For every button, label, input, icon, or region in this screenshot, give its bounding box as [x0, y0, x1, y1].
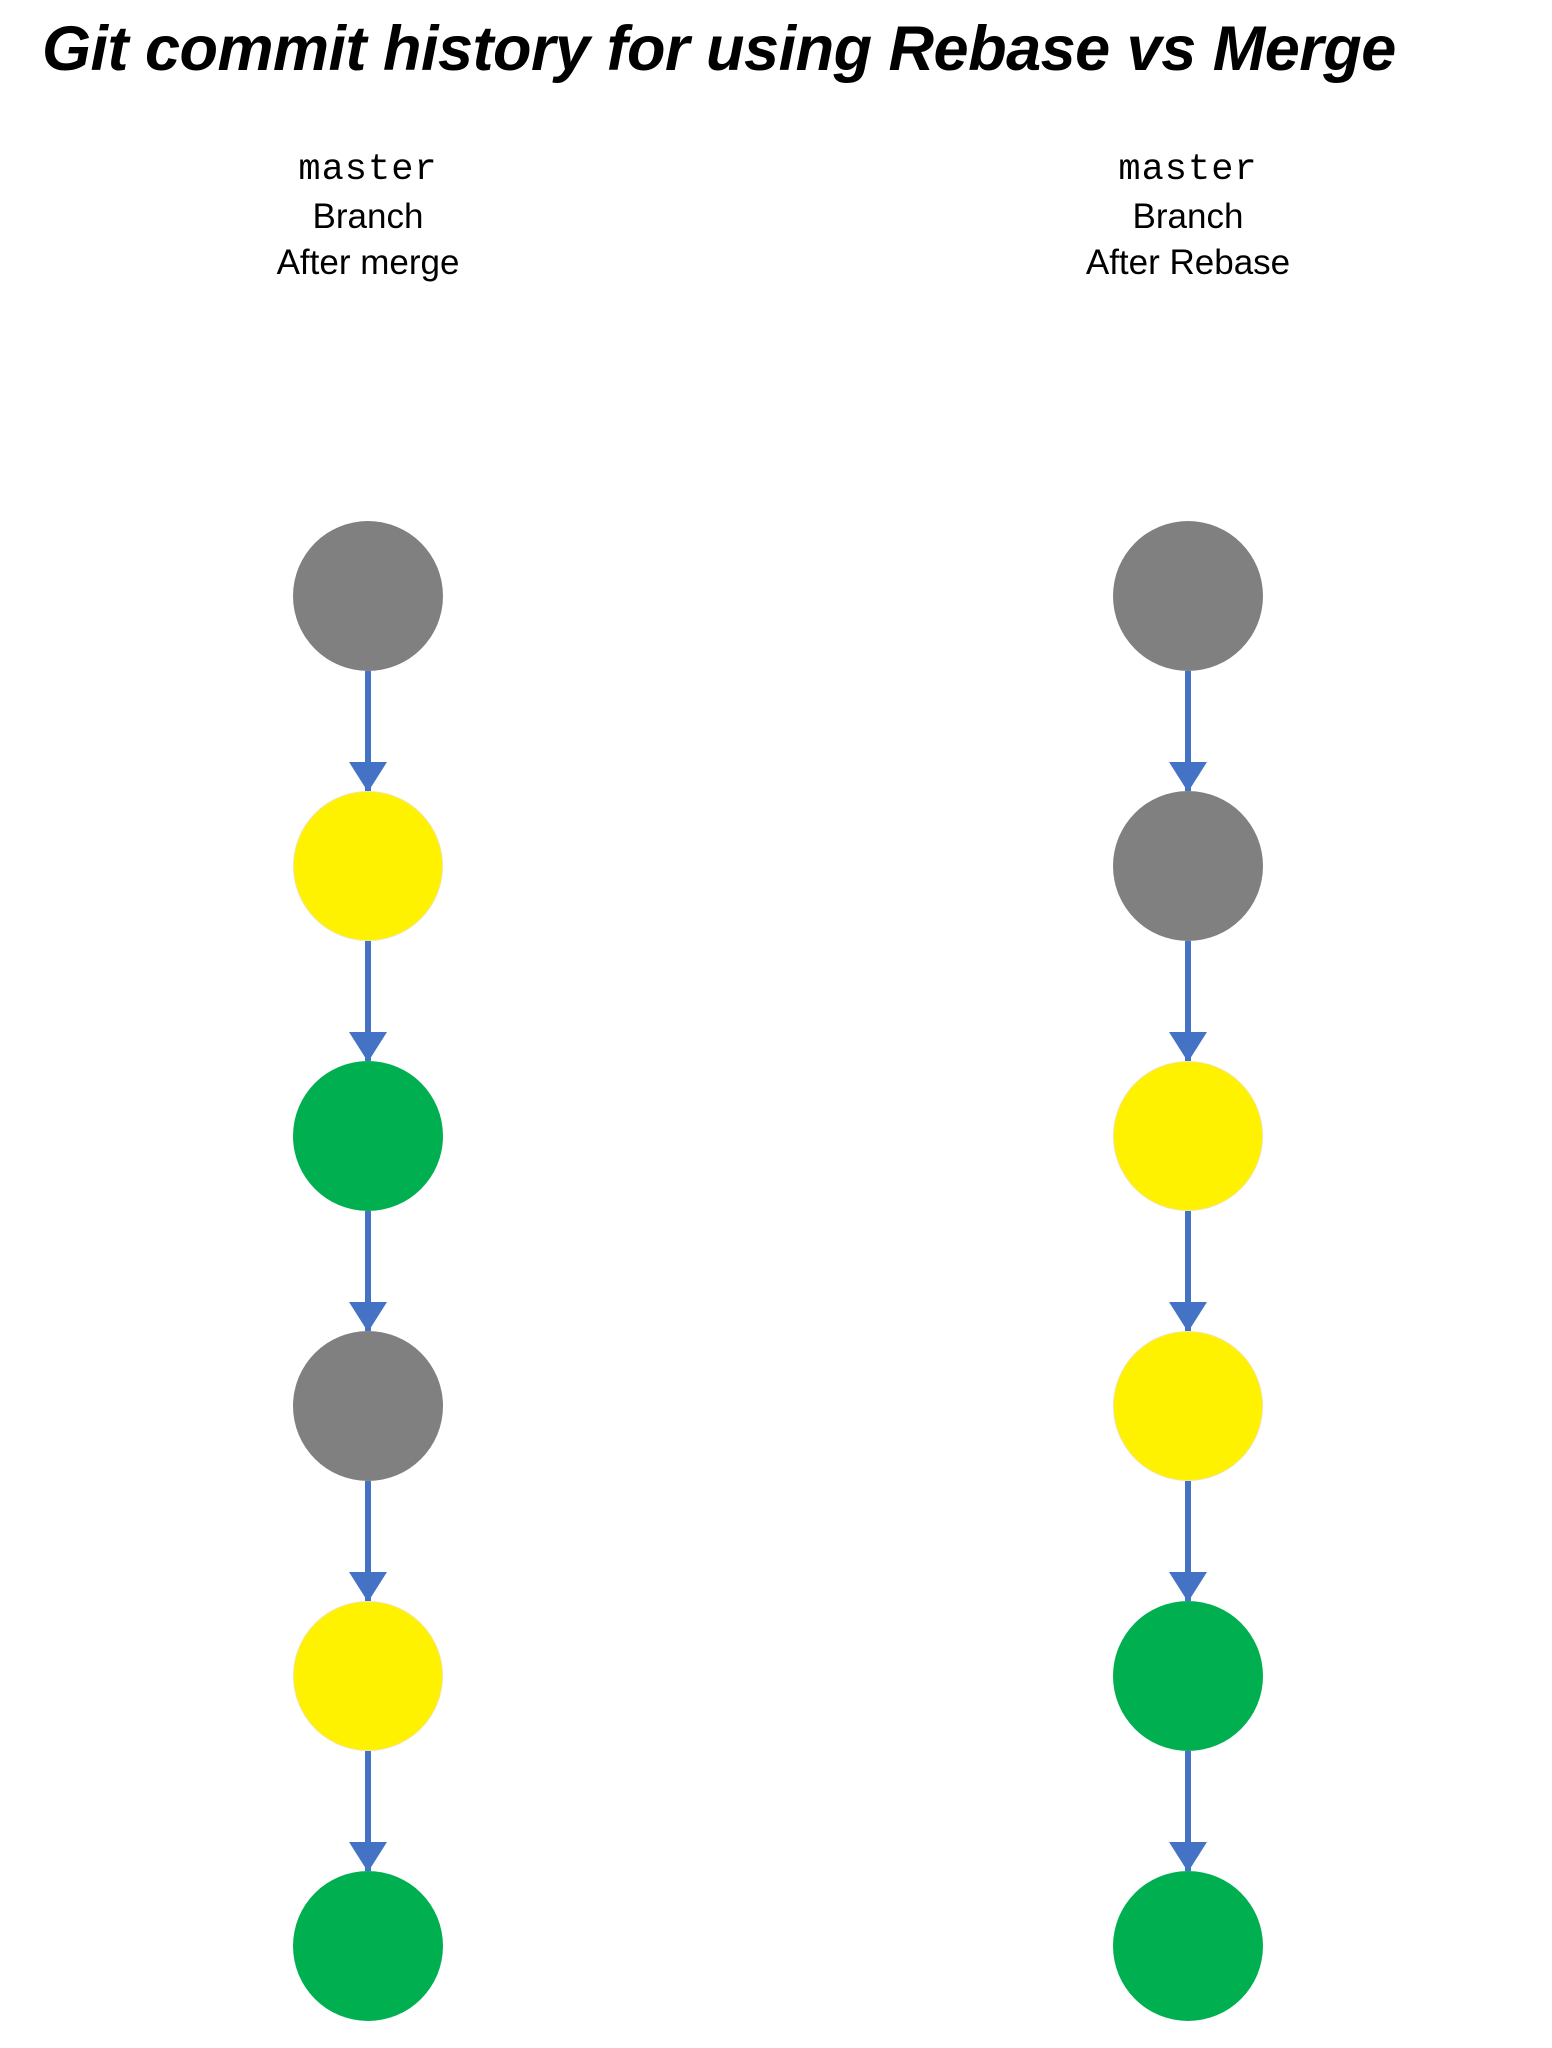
arrow-head-icon: [349, 762, 387, 792]
arrow-shaft: [365, 1481, 371, 1601]
arrow-shaft: [1185, 671, 1191, 791]
commit-node-merge-3: [293, 1061, 443, 1211]
branch-state-label-merge: After merge: [276, 242, 460, 282]
arrow-shaft: [365, 1211, 371, 1331]
arrow-shaft: [1185, 1211, 1191, 1331]
commit-node-merge-4: [293, 1331, 443, 1481]
arrow-shaft: [1185, 941, 1191, 1061]
arrow-head-icon: [349, 1572, 387, 1602]
commit-graph-merge: [218, 0, 518, 2048]
commit-node-rebase-4: [1113, 1331, 1263, 1481]
arrow-head-icon: [1169, 1302, 1207, 1332]
commit-node-rebase-1: [1113, 521, 1263, 671]
branch-word-label-merge: Branch: [312, 197, 424, 237]
arrow-head-icon: [1169, 1842, 1207, 1872]
commit-arrow-connector: [1169, 671, 1207, 792]
commit-node-merge-6: [293, 1871, 443, 2021]
arrow-shaft: [1185, 1751, 1191, 1871]
arrow-head-icon: [349, 1302, 387, 1332]
branch-name-label-rebase: master: [1118, 149, 1258, 191]
column-heading-rebase: master Branch After Rebase: [928, 146, 1448, 285]
branch-state-label-rebase: After Rebase: [1085, 242, 1291, 282]
commit-node-merge-5: [293, 1601, 443, 1751]
page-title: Git commit history for using Rebase vs M…: [42, 14, 1396, 84]
commit-node-merge-2: [293, 791, 443, 941]
commit-node-rebase-2: [1113, 791, 1263, 941]
branch-word-label-rebase: Branch: [1132, 197, 1244, 237]
commit-arrow-connector: [1169, 1211, 1207, 1332]
arrow-head-icon: [349, 1032, 387, 1062]
commit-arrow-connector: [349, 1481, 387, 1602]
arrow-head-icon: [1169, 1032, 1207, 1062]
commit-node-merge-1: [293, 521, 443, 671]
arrow-shaft: [1185, 1481, 1191, 1601]
arrow-head-icon: [1169, 1572, 1207, 1602]
branch-name-label-merge: master: [298, 149, 438, 191]
commit-arrow-connector: [349, 941, 387, 1062]
commit-node-rebase-6: [1113, 1871, 1263, 2021]
commit-arrow-connector: [349, 1751, 387, 1872]
commit-node-rebase-5: [1113, 1601, 1263, 1751]
commit-arrow-connector: [1169, 941, 1207, 1062]
commit-node-rebase-3: [1113, 1061, 1263, 1211]
commit-arrow-connector: [1169, 1751, 1207, 1872]
arrow-shaft: [365, 941, 371, 1061]
commit-arrow-connector: [349, 671, 387, 792]
arrow-shaft: [365, 671, 371, 791]
commit-arrow-connector: [349, 1211, 387, 1332]
arrow-head-icon: [349, 1842, 387, 1872]
commit-graph-rebase: [1038, 0, 1338, 2048]
arrow-shaft: [365, 1751, 371, 1871]
column-heading-merge: master Branch After merge: [108, 146, 628, 285]
commit-arrow-connector: [1169, 1481, 1207, 1602]
arrow-head-icon: [1169, 762, 1207, 792]
